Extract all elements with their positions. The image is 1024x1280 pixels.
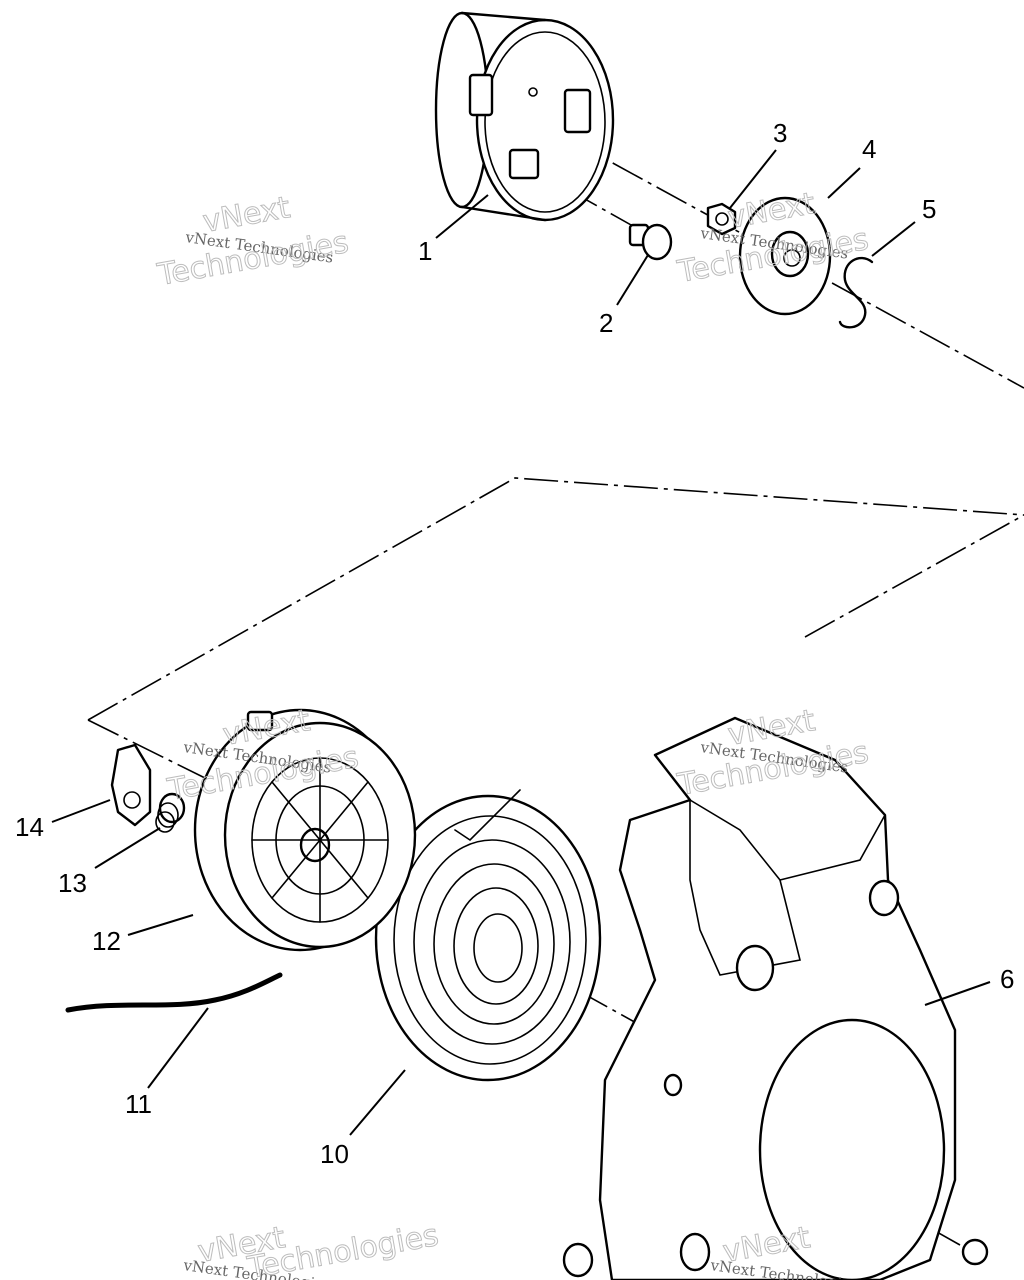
part-13-pawl-spring — [155, 792, 186, 833]
phantom-outline-lower — [87, 719, 206, 779]
leader-5 — [871, 221, 916, 257]
part-3-nut — [706, 202, 737, 236]
leader-2 — [616, 254, 649, 306]
callout-5: 5 — [922, 194, 936, 224]
leader-4 — [827, 167, 861, 199]
phantom-outline-right — [804, 514, 1024, 638]
callout-13: 13 — [58, 868, 87, 898]
part-14-pawl — [110, 743, 152, 827]
watermark-1: vNext Technologies vNext Technologies — [154, 190, 352, 294]
leader-6 — [924, 981, 991, 1006]
watermark-5: vNext Technologies vNext Technologies — [181, 1217, 441, 1280]
callout-10: 10 — [320, 1139, 349, 1169]
leader-12 — [127, 914, 194, 936]
callout-6: 6 — [1000, 964, 1014, 994]
part-5-clip — [838, 256, 874, 329]
leader-10 — [349, 1069, 406, 1136]
callout-14: 14 — [15, 812, 44, 842]
callout-3: 3 — [773, 118, 787, 148]
leader-3 — [729, 149, 777, 209]
callout-12: 12 — [92, 926, 121, 956]
part-6-starter-housing — [598, 716, 957, 1280]
part-2-bolt — [628, 223, 673, 261]
watermark-big-bottom: Technologies — [154, 225, 351, 293]
part-1-ratchet-cup — [434, 11, 615, 222]
leader-14 — [51, 799, 111, 823]
part-12-rope-reel — [193, 708, 417, 952]
callout-2: 2 — [599, 308, 613, 338]
centerline-hub — [524, 114, 1024, 389]
callout-11: 11 — [125, 1089, 152, 1119]
leader-lines — [51, 149, 991, 1136]
callout-1: 1 — [418, 236, 432, 266]
part-10-recoil-spring — [374, 789, 602, 1082]
bottom-hardware — [562, 1232, 989, 1278]
leader-11 — [147, 1007, 209, 1089]
callout-4: 4 — [862, 134, 876, 164]
part-4-washer-plate — [738, 196, 832, 316]
phantom-outline — [87, 477, 1024, 721]
part-11-starter-rope — [65, 972, 283, 1013]
leader-1 — [435, 194, 489, 239]
callout-labels: 1 2 3 4 5 6 10 11 12 13 14 — [15, 118, 1014, 1169]
watermark-big-top: vNext — [200, 190, 293, 240]
leader-13 — [94, 827, 161, 869]
